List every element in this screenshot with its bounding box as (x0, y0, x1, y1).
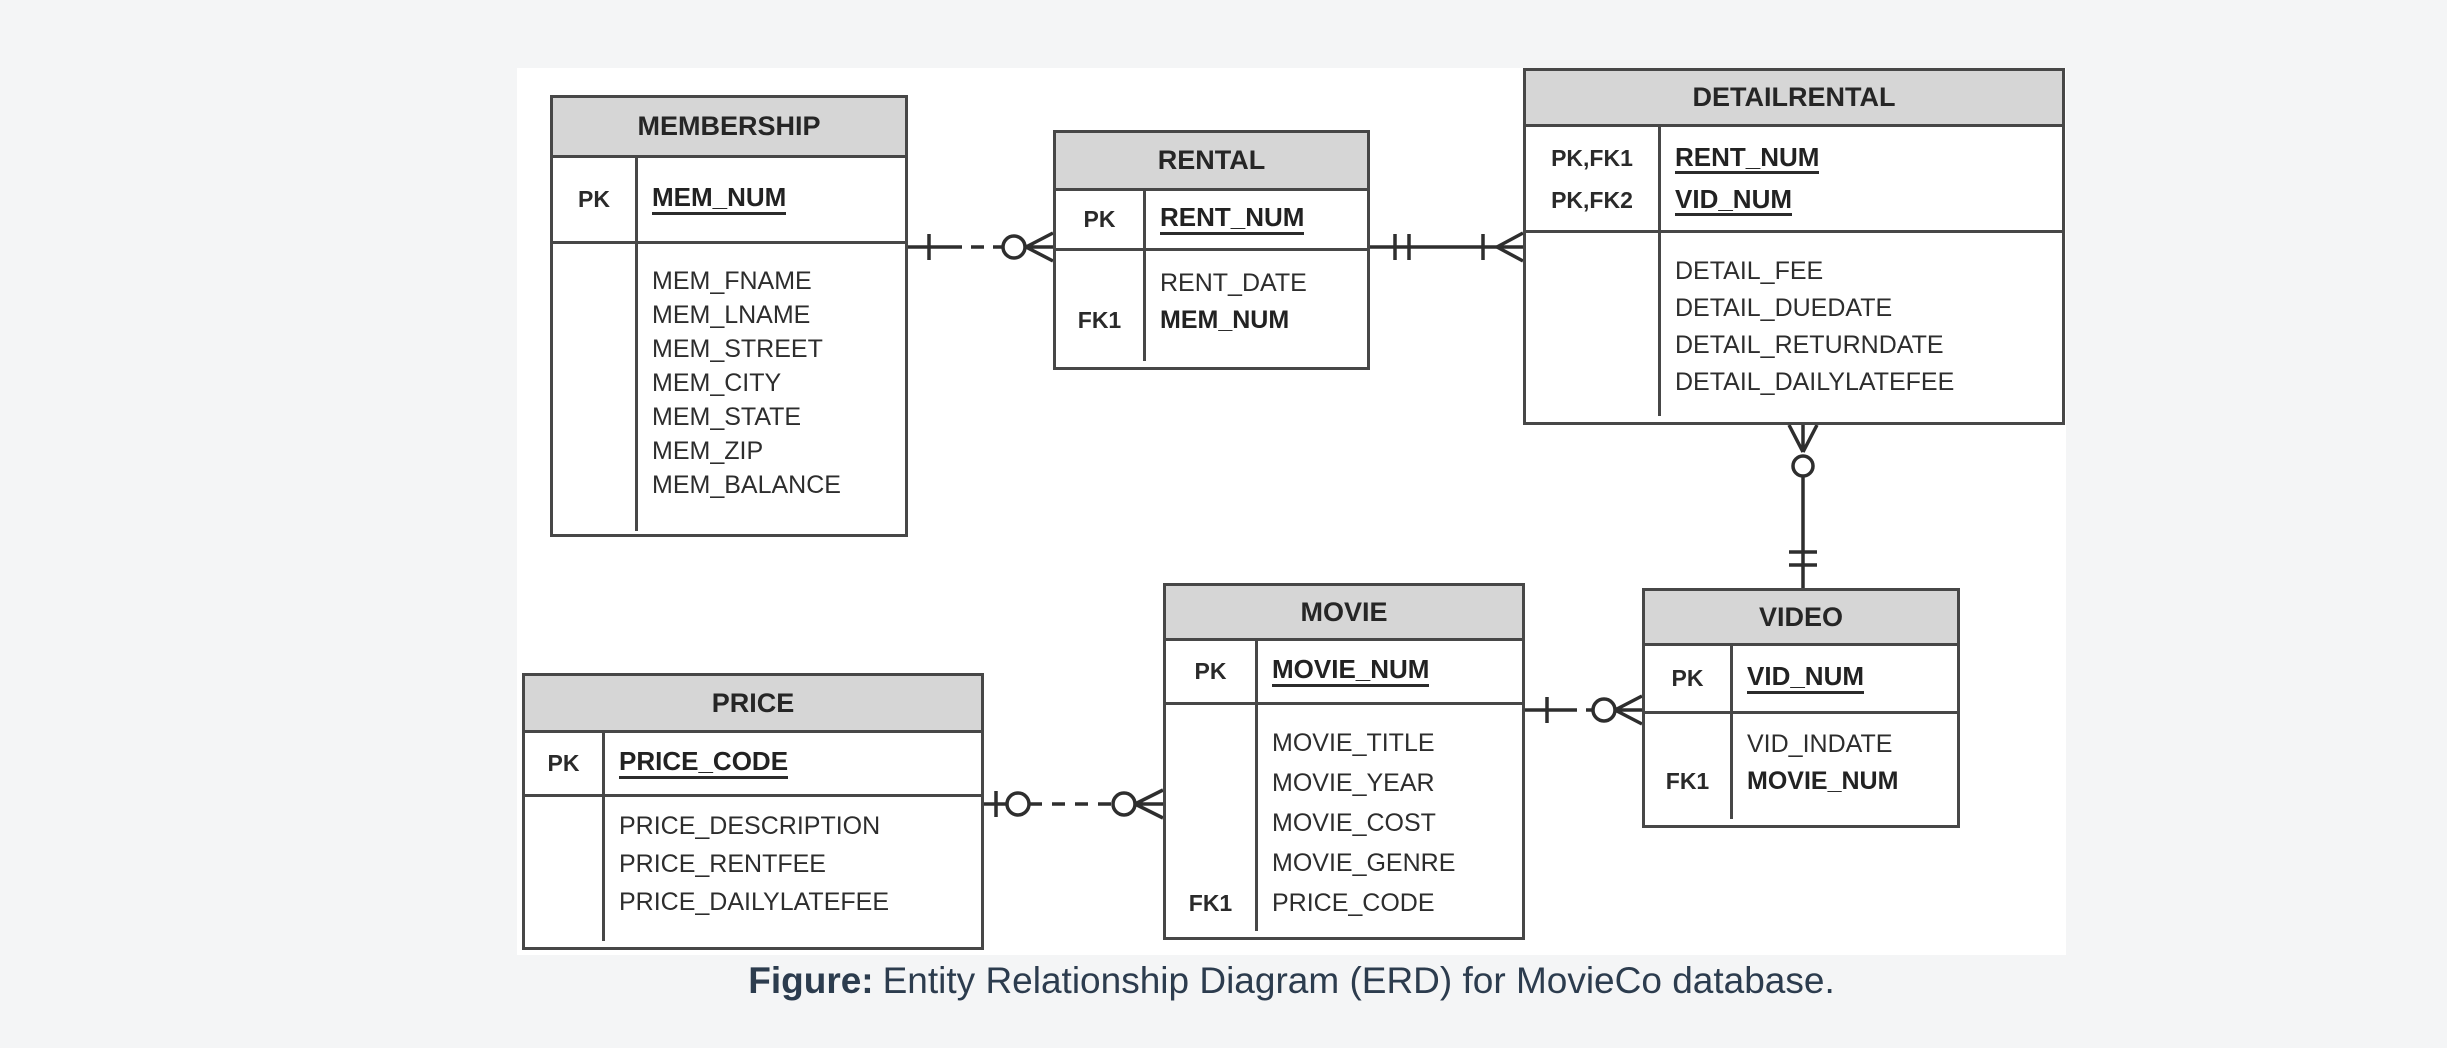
pk-attribute: VID_NUM (1733, 663, 1957, 694)
attribute: MEM_CITY (652, 369, 782, 397)
attribute: DETAIL_DUEDATE (1675, 294, 1893, 322)
pk-attribute: MEM_NUM (638, 184, 905, 215)
attribute-section: FK1 MOVIE_TITLE MOVIE_YEAR MOVIE_COST MO… (1166, 705, 1522, 931)
entity-movie: MOVIE PK MOVIE_NUM FK1 MOVIE_TITLE MOVIE… (1163, 583, 1525, 940)
attribute: MOVIE_COST (1272, 809, 1436, 837)
attribute: PRICE_DESCRIPTION (619, 812, 881, 840)
figure-caption: Figure:Entity Relationship Diagram (ERD)… (517, 960, 2066, 1002)
attribute: MEM_BALANCE (652, 471, 841, 499)
primary-key-section: PK MOVIE_NUM (1166, 641, 1522, 705)
entity-title: MEMBERSHIP (553, 98, 905, 158)
entity-video: VIDEO PK VID_NUM FK1 VID_INDATE MOVIE_NU… (1642, 588, 1960, 828)
key-label: PK (547, 750, 580, 776)
attribute: MEM_FNAME (652, 267, 812, 295)
primary-key-section: PK RENT_NUM (1056, 191, 1367, 251)
key-label: PK (1083, 206, 1116, 232)
entity-title: DETAILRENTAL (1526, 71, 2062, 127)
attribute: PRICE_CODE (1272, 889, 1435, 917)
attribute: RENT_DATE (1160, 269, 1307, 297)
pk-attribute: RENT_NUM (1146, 204, 1367, 235)
pk-attribute: VID_NUM (1661, 179, 2062, 221)
relationship-membership-rental (908, 231, 1054, 263)
entity-rental: RENTAL PK RENT_NUM FK1 RENT_DATE MEM_NUM (1053, 130, 1370, 370)
attribute: DETAIL_FEE (1675, 257, 1824, 285)
primary-key-section: PK PRICE_CODE (525, 733, 981, 797)
entity-membership: MEMBERSHIP PK MEM_NUM MEM_FNAME MEM_LNAM… (550, 95, 908, 537)
attribute: MEM_STREET (652, 335, 823, 363)
attribute: MEM_NUM (1160, 306, 1290, 334)
figure-caption-label: Figure: (748, 960, 874, 1001)
entity-title: RENTAL (1056, 133, 1367, 191)
key-label: PK (1194, 658, 1227, 684)
attribute: MOVIE_TITLE (1272, 729, 1435, 757)
relationship-detailrental-video (1787, 424, 1819, 588)
key-label: PK (578, 186, 610, 212)
primary-key-section: PK,FK1 PK,FK2 RENT_NUM VID_NUM (1526, 127, 2062, 233)
attribute-section: FK1 RENT_DATE MEM_NUM (1056, 251, 1367, 361)
attribute-section: PRICE_DESCRIPTION PRICE_RENTFEE PRICE_DA… (525, 797, 981, 941)
primary-key-section: PK VID_NUM (1645, 646, 1957, 714)
entity-detailrental: DETAILRENTAL PK,FK1 PK,FK2 RENT_NUM VID_… (1523, 68, 2065, 425)
attribute: PRICE_RENTFEE (619, 850, 826, 878)
relationship-rental-detailrental (1370, 231, 1524, 263)
attribute-section: FK1 VID_INDATE MOVIE_NUM (1645, 714, 1957, 819)
figure-caption-text: Entity Relationship Diagram (ERD) for Mo… (882, 960, 1835, 1001)
key-label: PK,FK2 (1551, 186, 1633, 213)
attribute: VID_INDATE (1747, 730, 1893, 758)
attribute: DETAIL_RETURNDATE (1675, 331, 1944, 359)
entity-title: VIDEO (1645, 591, 1957, 646)
erd-canvas: MEMBERSHIP PK MEM_NUM MEM_FNAME MEM_LNAM… (517, 68, 2066, 955)
attribute-section: DETAIL_FEE DETAIL_DUEDATE DETAIL_RETURND… (1526, 233, 2062, 416)
attribute: PRICE_DAILYLATEFEE (619, 888, 889, 916)
attribute: MEM_STATE (652, 403, 802, 431)
pk-attribute: PRICE_CODE (605, 748, 981, 779)
attribute: MOVIE_NUM (1747, 767, 1899, 795)
attribute: MEM_ZIP (652, 437, 764, 465)
relationship-price-movie (984, 788, 1164, 820)
attribute: MOVIE_GENRE (1272, 849, 1456, 877)
entity-title: PRICE (525, 676, 981, 733)
pk-attribute: MOVIE_NUM (1258, 656, 1522, 687)
primary-key-section: PK MEM_NUM (553, 158, 905, 244)
entity-price: PRICE PK PRICE_CODE PRICE_DESCRIPTION PR… (522, 673, 984, 950)
key-label: PK (1671, 665, 1704, 691)
pk-attribute: RENT_NUM (1661, 137, 2062, 179)
relationship-movie-video (1525, 694, 1643, 726)
attribute: DETAIL_DAILYLATEFEE (1675, 368, 1955, 396)
attribute: MEM_LNAME (652, 301, 811, 329)
entity-title: MOVIE (1166, 586, 1522, 641)
attribute: MOVIE_YEAR (1272, 769, 1435, 797)
attribute-section: MEM_FNAME MEM_LNAME MEM_STREET MEM_CITY … (553, 244, 905, 531)
key-label: PK,FK1 (1551, 144, 1633, 171)
